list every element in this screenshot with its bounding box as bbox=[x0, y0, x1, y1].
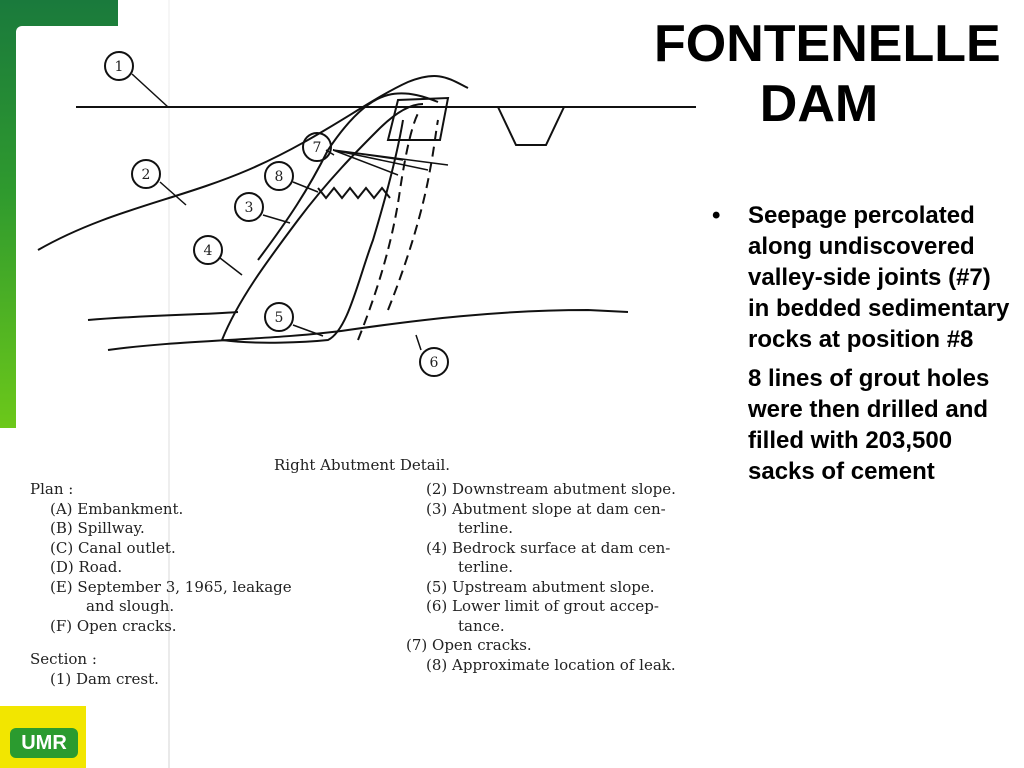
callout-circle-1 bbox=[104, 51, 134, 81]
umr-logo: UMR bbox=[0, 706, 86, 768]
figure-legend: Right Abutment Detail. Plan : (A) Embank… bbox=[24, 456, 734, 696]
downstream-slope bbox=[37, 75, 469, 251]
callout-circle-5 bbox=[264, 302, 294, 332]
callout-circle-3 bbox=[234, 192, 264, 222]
callout-circle-4 bbox=[193, 235, 223, 265]
structure-box bbox=[386, 96, 450, 141]
lower-line bbox=[87, 311, 239, 321]
upstream-slope bbox=[221, 119, 404, 344]
plan-item: (F) Open cracks. bbox=[50, 616, 177, 635]
callout-circle-2 bbox=[131, 159, 161, 189]
callout-label-7: 7 bbox=[313, 140, 322, 156]
callout-label-1: 1 bbox=[115, 59, 124, 75]
section-item: terline. bbox=[458, 558, 513, 576]
leader-4 bbox=[219, 257, 243, 276]
dashed-crack-1 bbox=[357, 109, 421, 341]
callout-circle-7 bbox=[302, 132, 332, 162]
dashed-crack-2 bbox=[387, 119, 439, 311]
slide-title: FONTENELLE DAM bbox=[654, 15, 1001, 133]
section-item: (5) Upstream abutment slope. bbox=[426, 577, 655, 596]
bedrock-surface bbox=[221, 103, 424, 341]
leader-2 bbox=[159, 181, 187, 206]
section-item: tance. bbox=[458, 616, 505, 635]
logo-tag bbox=[10, 728, 78, 758]
callout-label-3: 3 bbox=[245, 200, 254, 216]
open-cracks-fan bbox=[332, 149, 449, 176]
callout-label-5: 5 bbox=[275, 310, 284, 326]
bullet-item: 8 lines of grout holes were then drilled… bbox=[712, 363, 1012, 487]
section-item: (4) Bedrock surface at dam cen- bbox=[426, 538, 671, 557]
plan-item: (D) Road. bbox=[50, 558, 123, 576]
leader-6 bbox=[415, 334, 422, 351]
leader-8 bbox=[292, 181, 319, 193]
callout-label-8: 8 bbox=[275, 169, 284, 185]
legend-left-column: Plan : (A) Embankment. (B) Spillway. (C)… bbox=[30, 480, 292, 689]
callout-circle-6 bbox=[419, 347, 449, 377]
bullet-text: Seepage percolated along undiscovered va… bbox=[748, 202, 1010, 353]
callout-label-4: 4 bbox=[204, 243, 213, 259]
logo-text: UMR bbox=[21, 732, 67, 754]
divider bbox=[168, 0, 170, 768]
plan-item: and slough. bbox=[86, 597, 175, 615]
callout-label-6: 6 bbox=[430, 355, 439, 371]
legend-right-column: (2) Downstream abutment slope. (3) Abutm… bbox=[406, 480, 676, 675]
leader-5 bbox=[292, 324, 324, 337]
callout-label-2: 2 bbox=[142, 167, 151, 183]
dam-section-diagram: 1 2 3 4 5 6 7 8 bbox=[28, 40, 708, 430]
plan-item: (B) Spillway. bbox=[50, 519, 145, 537]
plan-heading: Plan : bbox=[30, 480, 74, 498]
bullet-marker: • bbox=[712, 202, 721, 229]
section-item: (6) Lower limit of grout accep- bbox=[426, 597, 659, 615]
leader-3 bbox=[262, 214, 291, 224]
leak-zigzag bbox=[317, 186, 391, 200]
section-item: (1) Dam crest. bbox=[50, 669, 159, 688]
grout-limit bbox=[107, 308, 629, 351]
section-item: (2) Downstream abutment slope. bbox=[426, 480, 676, 498]
figure-caption: Right Abutment Detail. bbox=[274, 456, 451, 474]
plan-item: (A) Embankment. bbox=[50, 499, 184, 518]
leader-1 bbox=[131, 73, 169, 108]
plan-item: (E) September 3, 1965, leakage bbox=[50, 577, 292, 596]
diagram-svg: 1 2 3 4 5 6 7 8 bbox=[37, 51, 696, 377]
bullet-list: • Seepage percolated along undiscovered … bbox=[712, 200, 1012, 495]
plan-item: (C) Canal outlet. bbox=[50, 538, 176, 557]
section-item: (7) Open cracks. bbox=[406, 636, 532, 654]
section-item: terline. bbox=[458, 519, 513, 537]
bullet-text: 8 lines of grout holes were then drilled… bbox=[748, 365, 990, 485]
abutment-slope bbox=[257, 92, 439, 261]
band-inner-panel bbox=[16, 26, 184, 428]
section-item: (3) Abutment slope at dam cen- bbox=[426, 499, 666, 518]
bullet-item: • Seepage percolated along undiscovered … bbox=[712, 200, 1012, 355]
section-item: (8) Approximate location of leak. bbox=[426, 655, 676, 674]
section-heading: Section : bbox=[30, 650, 97, 668]
spillway-notch bbox=[497, 106, 565, 146]
callout-circle-8 bbox=[264, 161, 294, 191]
